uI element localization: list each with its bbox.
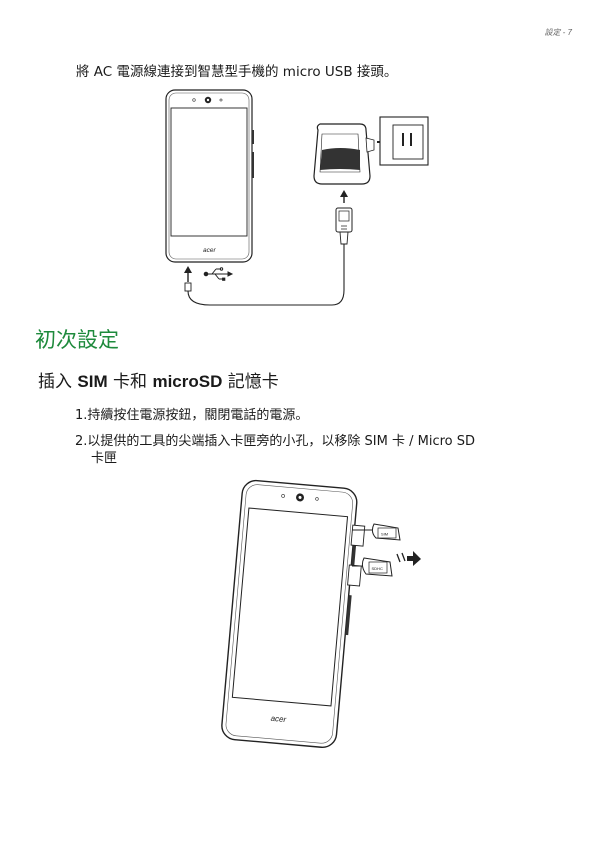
phone-screen-tilted — [231, 507, 349, 707]
usb-icon — [203, 267, 234, 281]
microsd-card-tray-icon: SDHC — [352, 557, 393, 577]
wall-outlet-icon — [379, 116, 429, 166]
page-number: 設定 - 7 — [544, 28, 572, 37]
step-2-continuation: 卡匣 — [91, 451, 118, 466]
intro-instruction: 將 AC 電源線連接到智慧型手機的 micro USB 接頭。 — [76, 64, 398, 80]
section-heading: 初次設定 — [35, 328, 119, 352]
ac-adapter-icon — [313, 123, 375, 185]
svg-text:SIM: SIM — [381, 532, 388, 537]
charging-illustration: acer — [165, 89, 429, 306]
svg-text:SDHC: SDHC — [372, 566, 383, 571]
sub-heading: 插入 SIM 卡和 microSD 記憶卡 — [38, 372, 279, 392]
phone-logo-tilted: acer — [270, 714, 287, 724]
usb-cable — [187, 244, 345, 306]
phone-screen — [170, 107, 248, 237]
usb-connector — [335, 207, 353, 233]
step-2: 2.以提供的工具的尖端插入卡匣旁的小孔，以移除 SIM 卡 / Micro SD — [75, 434, 476, 449]
phone-logo: acer — [203, 247, 216, 254]
pull-out-arrow-icon — [407, 551, 421, 566]
step-1: 1.持續按住電源按鈕，關閉電話的電源。 — [75, 408, 309, 423]
sim-card-tray-icon: SIM — [352, 523, 401, 541]
